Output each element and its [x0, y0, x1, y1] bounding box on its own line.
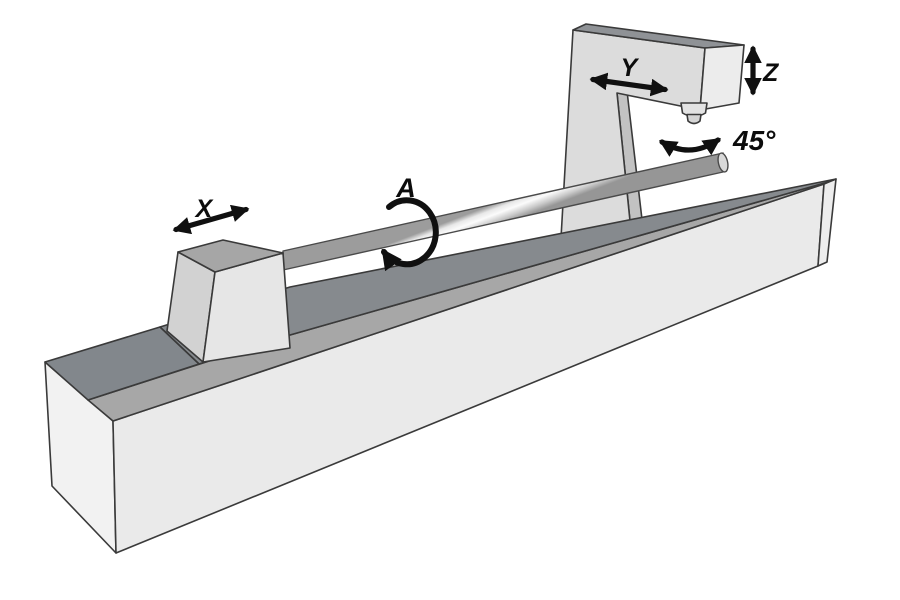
tailstock-block	[166, 239, 291, 363]
swivel-angle-label: 45°	[732, 125, 776, 156]
annotations: X A Y Z 45°	[172, 45, 780, 272]
spindle-tool	[680, 102, 708, 125]
a-rotation-label: A	[395, 173, 416, 203]
y-axis-label: Y	[621, 54, 640, 82]
a-rotation-arrow	[381, 197, 439, 272]
machine-bed	[44, 178, 837, 554]
head-right-face	[699, 44, 745, 111]
y-axis-arrow	[589, 72, 669, 97]
x-axis-arrow	[172, 204, 250, 235]
x-axis-label: X	[194, 195, 214, 223]
z-axis-label: Z	[762, 59, 780, 87]
tailstock-top-face	[177, 239, 284, 273]
swivel-arrow	[658, 137, 721, 157]
bed-top-slate-patch	[44, 326, 200, 401]
